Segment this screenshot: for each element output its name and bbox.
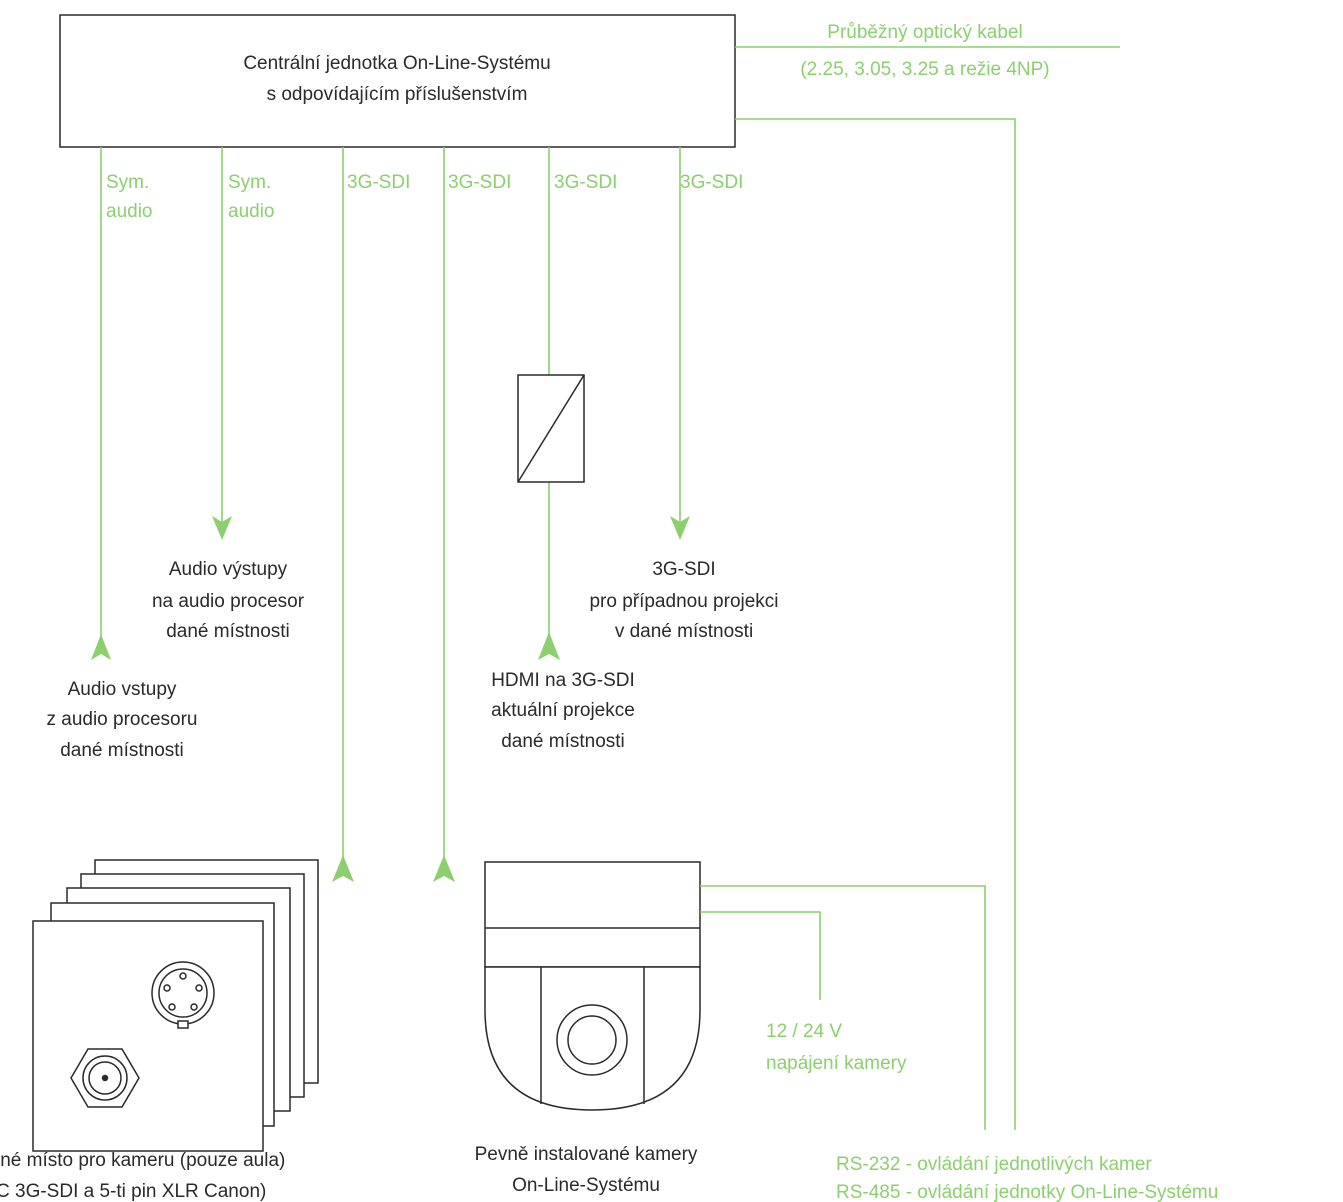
optical-cable-label: Průběžný optický kabel bbox=[827, 22, 1022, 43]
mobile-camera-label-line2: C 3G-SDI a 5-ti pin XLR Canon) bbox=[0, 1181, 266, 1202]
audio-outputs-line1: Audio výstupy bbox=[169, 559, 288, 580]
bnc-connector-icon bbox=[70, 1048, 140, 1108]
link-5-label: 3G-SDI bbox=[554, 172, 617, 193]
audio-outputs-line3: dané místnosti bbox=[166, 621, 290, 642]
sdi-mobile-camera-arrow bbox=[332, 855, 354, 882]
central-unit-box bbox=[59, 14, 736, 148]
control-label-line2: RS-485 - ovládání jednotky On-Line-Systé… bbox=[836, 1182, 1218, 1202]
rs232-control-line bbox=[700, 885, 986, 1130]
audio-outputs-line2: na audio procesor bbox=[152, 591, 305, 612]
link-2-sublabel: audio bbox=[228, 201, 275, 222]
connector-panel-icon bbox=[32, 859, 319, 1152]
power-line bbox=[700, 911, 821, 1000]
control-label-line1: RS-232 - ovládání jednotlivých kamer bbox=[836, 1154, 1152, 1175]
hdmi-input-line2: aktuální projekce bbox=[491, 700, 635, 721]
hdmi-input-line1: HDMI na 3G-SDI bbox=[491, 670, 635, 691]
power-description-label: napájení kamery bbox=[766, 1053, 907, 1074]
link-3-label: 3G-SDI bbox=[347, 172, 410, 193]
audio-output-arrow bbox=[212, 516, 232, 540]
central-unit-title: Centrální jednotka On-Line-Systému bbox=[243, 53, 550, 74]
sdi-projection-line3: v dané místnosti bbox=[615, 621, 753, 642]
rs485-control-line bbox=[735, 118, 1016, 1130]
sdi-projection-arrow bbox=[670, 516, 690, 540]
optical-cable-sublabel: (2.25, 3.05, 3.25 a režie 4NP) bbox=[800, 59, 1049, 80]
hdmi-input-arrow bbox=[538, 632, 560, 660]
audio-inputs-line1: Audio vstupy bbox=[68, 679, 177, 700]
link-6-label: 3G-SDI bbox=[680, 172, 743, 193]
fixed-camera-label-line2: On-Line-Systému bbox=[512, 1175, 660, 1196]
dome-camera-icon bbox=[484, 861, 701, 1111]
sdi-fixed-camera-arrow bbox=[433, 855, 455, 882]
sdi-projection-line2: pro případnou projekci bbox=[589, 591, 778, 612]
link-1-label: Sym. bbox=[106, 172, 149, 193]
xlr-connector-icon bbox=[151, 961, 215, 1029]
audio-inputs-line3: dané místnosti bbox=[60, 740, 184, 761]
link-2-label: Sym. bbox=[228, 172, 271, 193]
central-unit-subtitle: s odpovídajícím příslušenstvím bbox=[267, 84, 528, 105]
converter-icon bbox=[517, 374, 585, 483]
link-1-sublabel: audio bbox=[106, 201, 153, 222]
mobile-camera-label-line1: jné místo pro kameru (pouze aula) bbox=[0, 1150, 285, 1171]
audio-input-arrow bbox=[91, 634, 111, 660]
link-4-label: 3G-SDI bbox=[448, 172, 511, 193]
hdmi-input-line3: dané místnosti bbox=[501, 731, 625, 752]
sdi-projection-line1: 3G-SDI bbox=[652, 559, 715, 580]
fixed-camera-label-line1: Pevně instalované kamery bbox=[475, 1144, 698, 1165]
power-voltage-label: 12 / 24 V bbox=[766, 1021, 842, 1042]
audio-inputs-line2: z audio procesoru bbox=[46, 709, 197, 730]
